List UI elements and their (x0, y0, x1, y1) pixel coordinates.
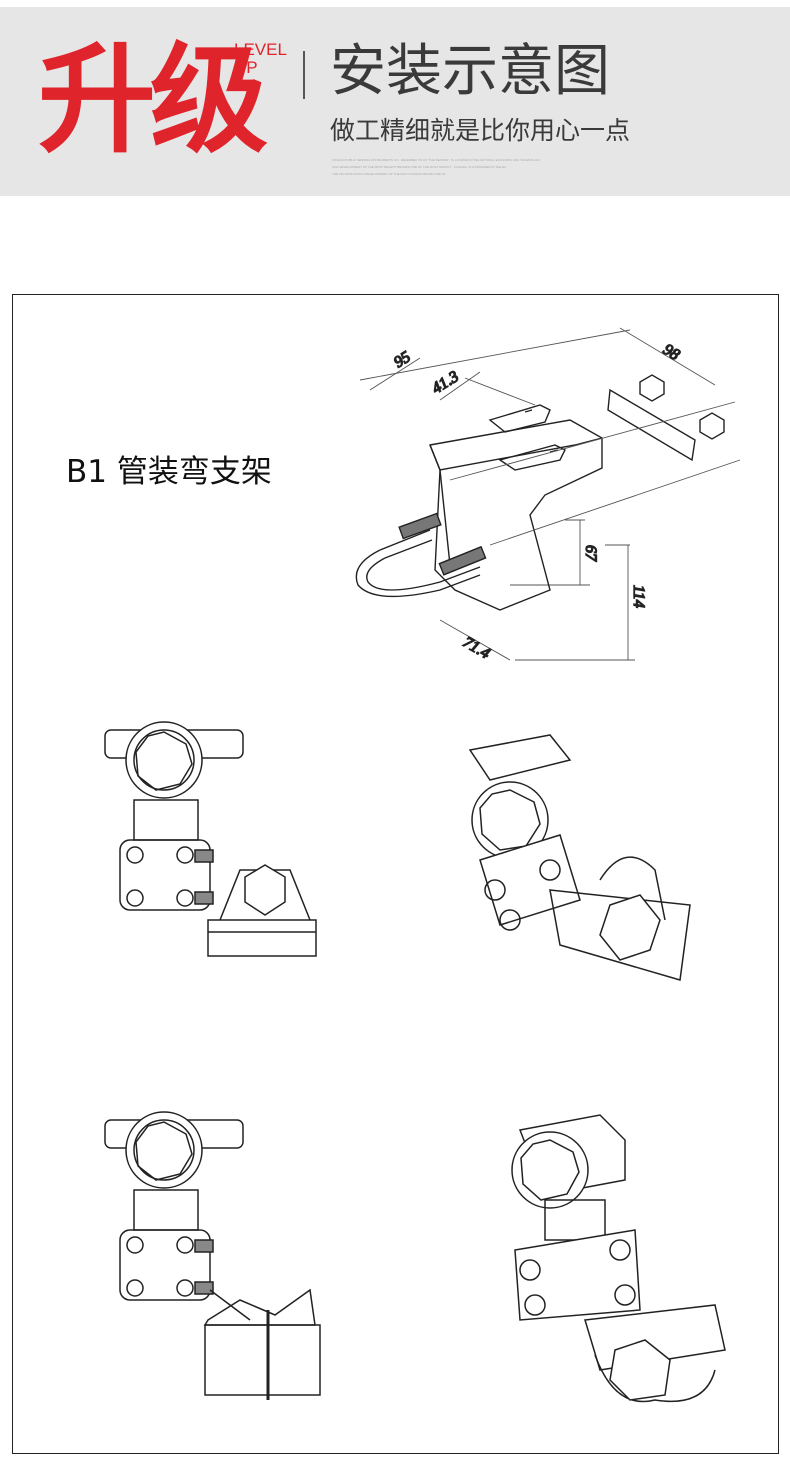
dim-95: 95 (391, 348, 414, 371)
product-label: B1 管装弯支架 (66, 454, 272, 490)
u-bolt (355, 512, 487, 598)
header-banner: 升级 LEVEL UP 安装示意图 做工精细就是比你用心一点 FOSHAN PU… (0, 7, 790, 196)
dim-41-3: 41.3 (429, 368, 462, 397)
transmitter-front-view-1 (104, 721, 317, 957)
fine-print-line: FOSHAN PUBLIC SENSING INSTRUMENTS CO., R… (332, 158, 540, 162)
header-divider (303, 51, 305, 99)
transmitter-iso-view-2 (511, 1114, 726, 1403)
fine-print-line: THE TECHNOLOGICAL DEVELOPMENT OF THE MOS… (332, 172, 447, 176)
bracket-body (429, 404, 603, 611)
brand-en-line1: LEVEL (234, 40, 287, 59)
clamp-plate-and-nuts (449, 374, 741, 546)
dim-71-4: 71.4 (460, 634, 493, 663)
brand-logo-cn: 升级 (38, 31, 268, 169)
page-subtitle: 做工精细就是比你用心一点 (330, 116, 631, 145)
transmitter-front-view-2 (104, 1111, 321, 1400)
dimension-lines (359, 327, 716, 661)
dim-67: 67 (582, 545, 599, 562)
fine-print-line: ICAL DEVELOPMENT OF THE MOST RECENT BRAN… (332, 165, 507, 169)
dim-114: 114 (630, 585, 647, 608)
fine-print: FOSHAN PUBLIC SENSING INSTRUMENTS CO., R… (332, 157, 632, 178)
page-title: 安装示意图 (330, 39, 610, 104)
transmitter-iso-view-1 (468, 734, 691, 981)
bracket-drawing: 95 98 41.3 67 114 71.4 (355, 327, 741, 663)
dim-98: 98 (660, 341, 683, 364)
drawing-frame (12, 294, 779, 1454)
brand-en-line2: UP (234, 58, 258, 77)
brand-logo-en: LEVEL UP (234, 41, 287, 77)
